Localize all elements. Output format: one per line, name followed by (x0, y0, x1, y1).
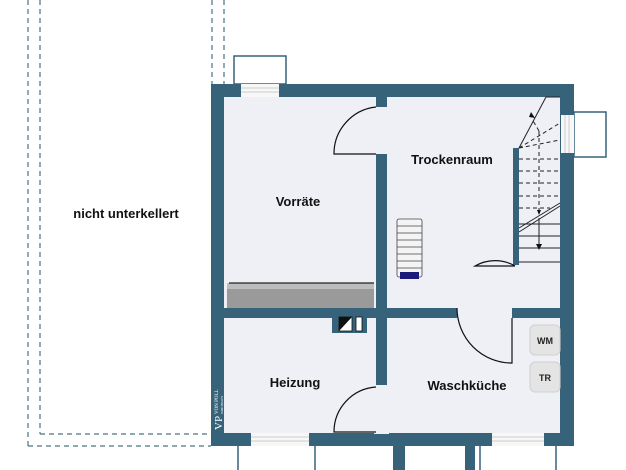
window-bottom-waschkueche (479, 433, 557, 470)
room-label-trockenraum: Trockenraum (411, 152, 493, 167)
staircase (513, 96, 561, 265)
logo-initials: VP (213, 416, 225, 430)
window-bottom-heizung (237, 433, 316, 470)
door-swings (333, 106, 516, 433)
room-label-waschkueche: Waschküche (428, 378, 507, 393)
door-opening-vorraete-trockenraum (374, 107, 389, 154)
room-label-vorraete: Vorräte (276, 194, 321, 209)
door-vorraete-trockenraum (333, 106, 377, 155)
von-poll-logo: VP VON POLL IMMOBILIEN (213, 389, 225, 430)
appliance-label-tr: TR (539, 373, 551, 383)
appliance-label-wm: WM (537, 336, 553, 346)
door-stair-trockenraum (472, 260, 516, 267)
window-right-trockenraum (561, 111, 607, 158)
exterior-wall-stub (465, 446, 475, 470)
room-floor-vorraete (224, 97, 376, 308)
vent-icon (338, 316, 363, 332)
stair-arrow-down-icon (536, 244, 542, 250)
room-label-heizung: Heizung (270, 375, 321, 390)
door-opening-heizung-waschkueche (374, 385, 389, 434)
logo-name: VON POLL (215, 389, 220, 414)
door-heizung-waschkueche (333, 386, 377, 433)
outside-label-unexcavated: nicht unterkellert (73, 206, 179, 221)
storage-shelf (227, 282, 374, 308)
logo-sub: IMMOBILIEN (220, 395, 224, 414)
exterior-wall-stub (393, 446, 405, 470)
door-opening-trockenraum-waschkueche (457, 306, 512, 320)
appliance-dryer: TR (529, 361, 561, 393)
stair-arrow-up-icon (529, 112, 535, 118)
window-top-vorraete (233, 55, 287, 97)
door-trockenraum-waschkueche (456, 307, 513, 364)
unexcavated-outline (27, 0, 225, 447)
drying-rack (396, 218, 423, 279)
appliance-washing-machine: WM (529, 324, 561, 356)
room-floor-heizung (224, 318, 376, 433)
